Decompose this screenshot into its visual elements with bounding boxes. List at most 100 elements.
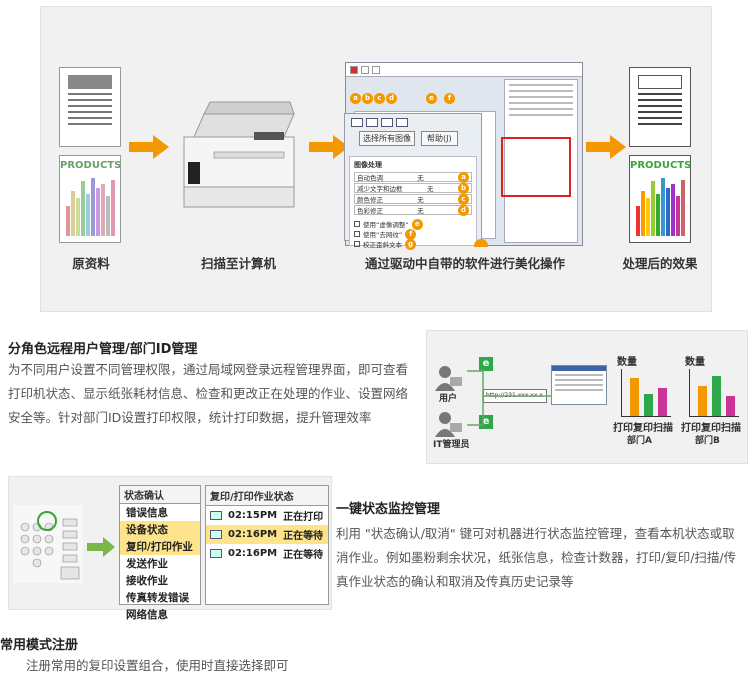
user-icon	[435, 366, 462, 391]
select-all-images-button[interactable]: 选择所有图像	[359, 131, 415, 146]
option-badge: d	[458, 204, 469, 216]
product-bar	[66, 206, 70, 236]
management-screen	[551, 365, 607, 405]
product-bar	[681, 180, 685, 236]
job-row[interactable]: 02:16PM 正在等待	[206, 525, 328, 544]
status-menu-item[interactable]: 接收作业	[126, 575, 168, 587]
job-status: 正在等待	[283, 550, 324, 561]
job-status: 正在等待	[283, 531, 324, 542]
job-row[interactable]: 02:15PM 正在打印	[206, 506, 328, 525]
chart-bar	[712, 376, 721, 416]
check-row-0[interactable]: 使用“虚像调整”e	[354, 218, 472, 230]
product-bar	[671, 184, 675, 236]
product-bar	[666, 188, 670, 236]
caption-scan: 扫描至计算机	[200, 256, 276, 271]
option-name: 色彩修正	[357, 207, 383, 215]
processed-bars	[636, 178, 685, 236]
help-button[interactable]: 帮助(J)	[421, 131, 458, 146]
processed-text-page	[629, 67, 691, 147]
checkbox[interactable]	[354, 221, 360, 227]
option-value: 无	[417, 207, 424, 215]
status-menu-item[interactable]: 传真转发错误	[126, 592, 189, 604]
option-badge: a	[458, 171, 469, 183]
product-bar	[76, 198, 80, 236]
admin-icon	[435, 412, 462, 437]
products-label-original: PRODUCTS	[60, 160, 122, 171]
product-bar	[86, 194, 90, 236]
status-menu-title: 状态确认	[120, 486, 200, 504]
status-menu-item[interactable]: 复印/打印作业	[120, 538, 200, 555]
job-time: 02:15PM	[228, 510, 278, 521]
highlight-box	[501, 137, 571, 197]
option-name: 减少文字和边框	[357, 185, 403, 193]
chart-ylabel: 数量	[617, 357, 637, 368]
status-menu: 状态确认 错误信息设备状态复印/打印作业发送作业接收作业传真转发错误网络信息	[119, 485, 201, 621]
chart-xlabels: 打印复印扫描	[681, 423, 741, 434]
product-bar	[656, 194, 660, 236]
check-label: 校正歪斜文本	[363, 241, 402, 249]
check-badge: g	[405, 238, 416, 250]
chart-axis	[689, 369, 739, 417]
chart-dept: 部门B	[695, 436, 720, 446]
status-menu-item[interactable]: 发送作业	[126, 558, 168, 570]
chart-xlabels: 打印复印扫描	[613, 423, 673, 434]
product-bar	[106, 196, 110, 236]
status-menu-item[interactable]: 网络信息	[126, 609, 168, 621]
product-bar	[641, 191, 645, 236]
product-bar	[71, 191, 75, 236]
window-titlebar	[346, 63, 582, 77]
orange-dot	[474, 239, 488, 247]
page-heading-box	[638, 75, 682, 89]
status-monitor-diagram: 状态确认 错误信息设备状态复印/打印作业发送作业接收作业传真转发错误网络信息 复…	[8, 476, 332, 621]
check-badge: e	[411, 218, 423, 230]
caption-original: 原资料	[72, 256, 110, 271]
job-time: 02:16PM	[228, 529, 278, 540]
status-menu-item[interactable]: 错误信息	[126, 507, 168, 519]
check-row-1[interactable]: 使用“去网纹”f	[354, 228, 472, 240]
chart-bar	[658, 388, 667, 416]
product-bar	[636, 206, 640, 236]
check-label: 使用“虚像调整”	[363, 221, 409, 229]
original-document-group: PRODUCTS	[55, 67, 125, 243]
option-row-0[interactable]: 自动色调 无 a	[354, 171, 472, 183]
option-value: 无	[417, 196, 424, 204]
option-name: 自动色调	[357, 174, 383, 182]
job-row[interactable]: 02:16PM 正在等待	[206, 544, 328, 563]
processed-chart-page: PRODUCTS	[629, 155, 691, 243]
checkbox[interactable]	[354, 241, 360, 247]
status-menu-item[interactable]: 设备状态	[120, 521, 200, 538]
original-bars	[66, 178, 115, 236]
browser-icon-top: e	[479, 357, 493, 371]
chart-bar	[644, 394, 653, 416]
department-chart: 数量打印复印扫描部门A	[613, 353, 679, 459]
section1-text: 为不同用户设置不同管理权限，通过局域网登录远程管理界面，即可查看打印机状态、显示…	[8, 362, 409, 425]
image-processing-title: 图像处理	[354, 161, 382, 169]
department-chart: 数量打印复印扫描部门B	[681, 353, 747, 459]
admin-label: IT管理员	[433, 440, 470, 450]
section3-text: 注册常用的复印设置组合，使用时直接选择即可	[26, 658, 289, 673]
original-chart-page: PRODUCTS	[59, 155, 121, 243]
checkbox[interactable]	[354, 231, 360, 237]
document-icon	[210, 530, 222, 539]
option-value: 无	[417, 174, 424, 182]
remote-management-diagram: 用户 IT管理员 e e http://231.xxx.xx.x 数量打印复印扫…	[426, 330, 748, 464]
chart-ylabel: 数量	[685, 357, 705, 368]
product-bar	[676, 196, 680, 236]
product-bar	[111, 180, 115, 236]
control-panel-keypad	[13, 505, 83, 583]
job-time: 02:16PM	[228, 548, 278, 559]
connector-lines	[467, 370, 551, 426]
option-row-3[interactable]: 色彩修正 无 d	[354, 204, 472, 216]
job-status: 正在打印	[283, 512, 324, 523]
document-icon	[210, 511, 222, 520]
product-bar	[96, 188, 100, 236]
chart-bar	[630, 378, 639, 416]
chart-axis	[621, 369, 671, 417]
